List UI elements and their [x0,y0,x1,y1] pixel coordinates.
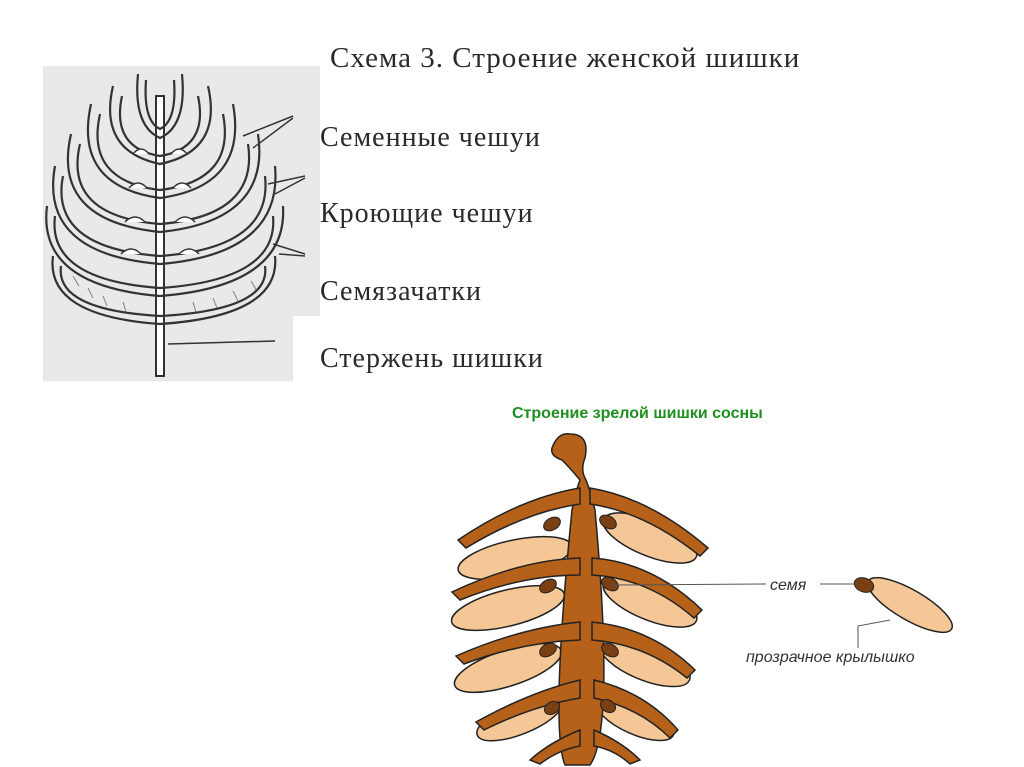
cone-seeds [539,514,619,716]
label-cover-scales: Кроющие чешуи [320,198,534,229]
seed [539,578,557,594]
scale-upper-right [589,487,710,558]
scale-right-2 [591,557,704,620]
mature-cone-title: Строение зрелой шишки сосны [512,405,763,422]
label-seed: семя [770,577,807,594]
label-leader-lines [611,583,891,648]
scale-right-3 [591,621,697,680]
scale-upper-left [456,487,581,549]
seed [543,516,561,532]
seed [599,514,617,530]
label-cone-axis: Стержень шишки [320,343,544,374]
scheme-background [43,66,320,381]
label-transparent-wing: прозрачное крылышко [746,649,915,666]
cone-axis-drawing [155,95,165,377]
scale-arcs [45,73,285,326]
label-seed-scales: Семенные чешуи [320,122,541,153]
seed [599,698,617,714]
ovule-bumps [120,148,200,255]
detached-seed [853,577,875,593]
female-cone-scheme-drawing [43,66,320,381]
mature-pine-cone-diagram: семя прозрачное крылышко [450,433,953,766]
scale-right-4 [593,679,680,740]
scale-left-2 [450,557,581,601]
detached-seed-wing [867,576,953,634]
pointer-lines [167,115,306,345]
scale-hatching [72,275,258,313]
seed [543,700,561,716]
seed [601,642,619,658]
scheme-title: Схема 3. Строение женской шишки [330,42,801,74]
cone-axis-and-scales [450,433,710,766]
seed [601,576,619,592]
scale-left-5 [528,728,581,765]
seed [539,642,557,658]
scale-right-5 [593,728,642,765]
scheme-background-notch [293,316,320,381]
scale-left-3 [454,621,581,665]
label-ovules: Семязачатки [320,276,483,307]
